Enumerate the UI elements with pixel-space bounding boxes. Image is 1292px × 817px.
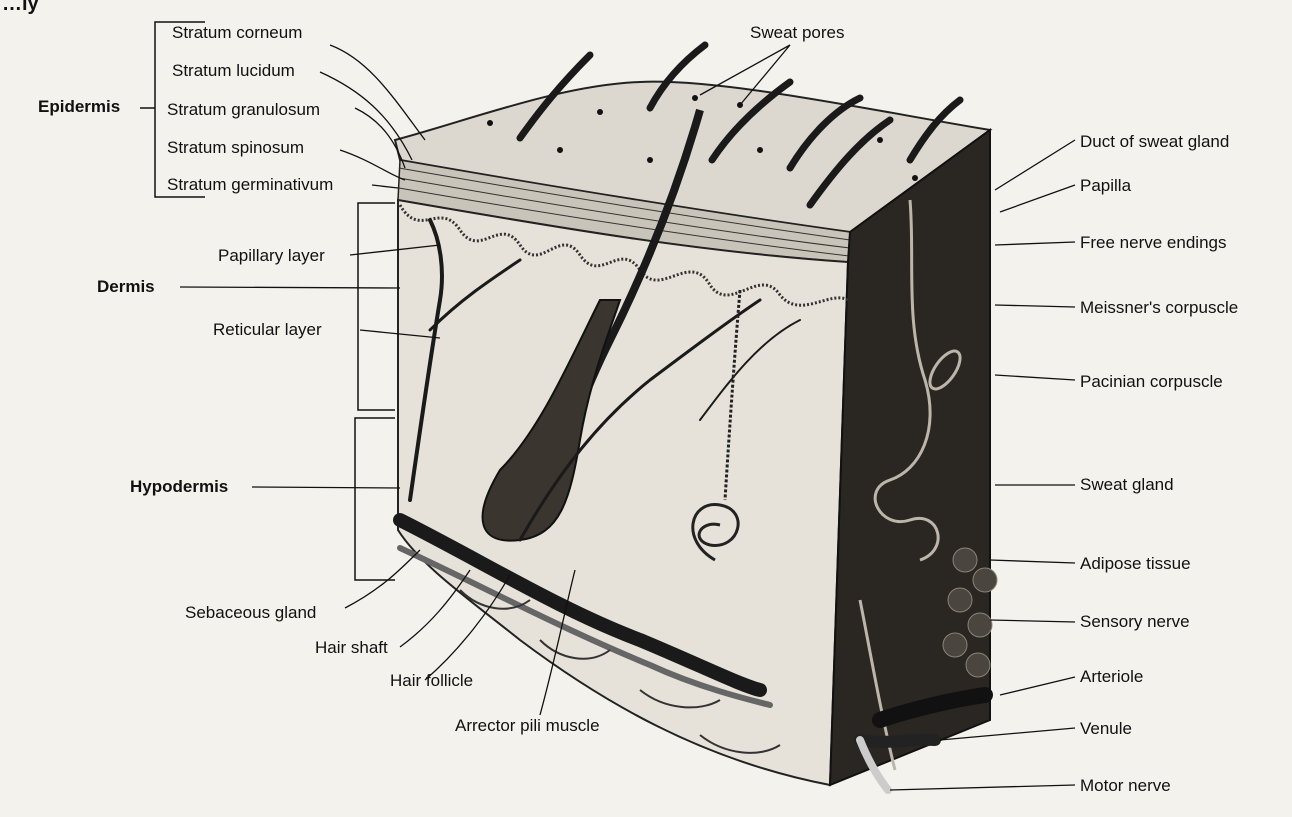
label-arteriole: Arteriole: [1080, 667, 1143, 687]
dermis-bracket: [358, 203, 395, 410]
label-free-nerve-endings: Free nerve endings: [1080, 233, 1226, 253]
label-pacinian-corpuscle: Pacinian corpuscle: [1080, 372, 1223, 392]
label-venule: Venule: [1080, 719, 1132, 739]
label-stratum-germinativum: Stratum germinativum: [167, 175, 333, 195]
label-sensory-nerve: Sensory nerve: [1080, 612, 1190, 632]
label-adipose-tissue: Adipose tissue: [1080, 554, 1191, 574]
label-arrector-pili: Arrector pili muscle: [455, 716, 600, 736]
label-epidermis: Epidermis: [38, 97, 120, 117]
hypodermis-bracket: [355, 418, 395, 580]
label-meissner-corpuscle: Meissner's corpuscle: [1080, 298, 1238, 318]
label-papilla: Papilla: [1080, 176, 1131, 196]
label-dermis: Dermis: [97, 277, 155, 297]
header-fragment: …ly: [2, 0, 39, 14]
label-sweat-pores: Sweat pores: [750, 23, 845, 43]
label-stratum-spinosum: Stratum spinosum: [167, 138, 304, 158]
label-duct-sweat-gland: Duct of sweat gland: [1080, 132, 1229, 152]
label-stratum-granulosum: Stratum granulosum: [167, 100, 320, 120]
label-stratum-corneum: Stratum corneum: [172, 23, 302, 43]
label-reticular-layer: Reticular layer: [213, 320, 322, 340]
front-face: [398, 200, 848, 785]
label-hair-shaft: Hair shaft: [315, 638, 388, 658]
label-papillary-layer: Papillary layer: [218, 246, 325, 266]
label-motor-nerve: Motor nerve: [1080, 776, 1171, 796]
label-hair-follicle: Hair follicle: [390, 671, 473, 691]
label-sweat-gland: Sweat gland: [1080, 475, 1174, 495]
label-hypodermis: Hypodermis: [130, 477, 228, 497]
label-sebaceous-gland: Sebaceous gland: [185, 603, 316, 623]
label-stratum-lucidum: Stratum lucidum: [172, 61, 295, 81]
